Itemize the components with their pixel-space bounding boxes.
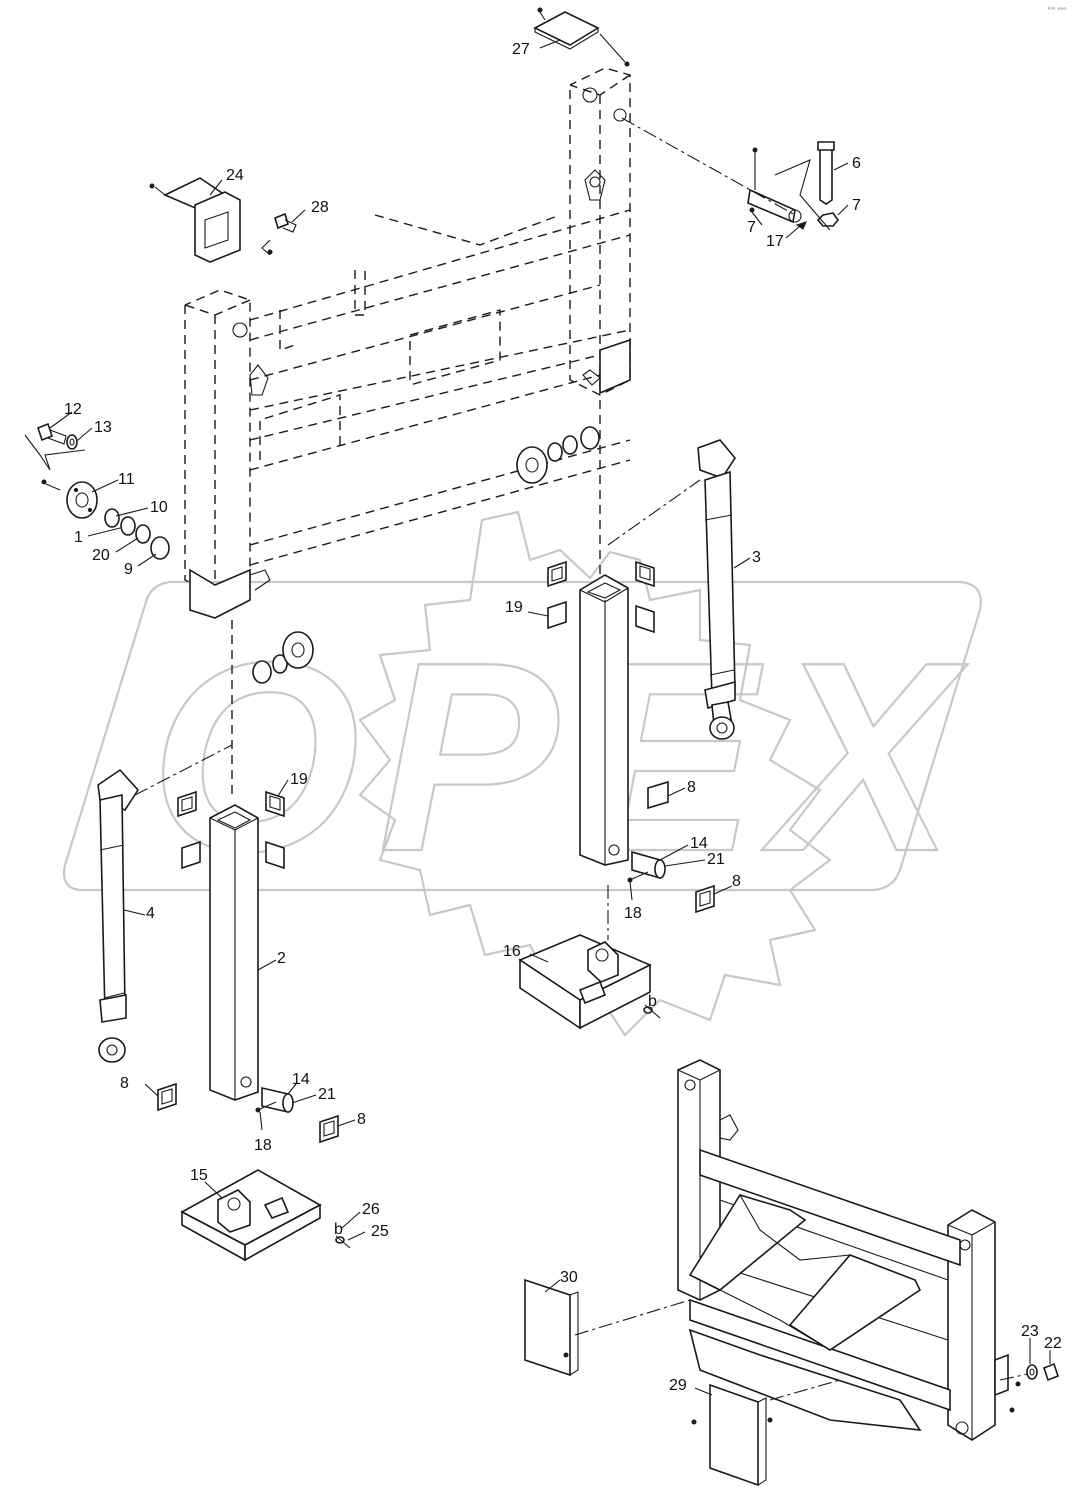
mast-column-right <box>547 560 669 866</box>
callout-8: 8 <box>687 779 696 796</box>
bolt-washer-12-13 <box>24 422 86 471</box>
callout-7: 7 <box>747 219 756 236</box>
cover-30 <box>524 1278 579 1377</box>
foot-plate-16 <box>518 885 661 1030</box>
pin-right <box>627 850 715 914</box>
callout-19: 19 <box>290 771 308 788</box>
callout-12: 12 <box>64 401 82 418</box>
callout-13: 13 <box>94 419 112 436</box>
watermark-gear <box>358 510 832 1037</box>
watermark-banner <box>62 580 982 892</box>
callout-14: 14 <box>690 835 708 852</box>
leader-lines <box>49 39 1051 1396</box>
callout-labels: 27 24 28 6 7 7 17 12 13 11 10 1 20 9 3 1… <box>64 41 1062 1394</box>
washer-bolt-22-23 <box>999 1362 1059 1413</box>
callout-8: 8 <box>357 1111 366 1128</box>
callout-9: 9 <box>124 561 133 578</box>
callout-17: 17 <box>766 233 784 250</box>
callout-18: 18 <box>624 905 642 922</box>
cover-plate-27 <box>533 7 630 67</box>
cover-29 <box>691 1383 773 1487</box>
callout-19: 19 <box>505 599 523 616</box>
centerline-pin <box>621 117 796 216</box>
callout-15: 15 <box>190 1167 208 1184</box>
callout-b: b <box>648 993 657 1010</box>
callout-14: 14 <box>292 1071 310 1088</box>
corner-mark: ᵏᵐ ᵒᵒᵒ <box>1048 6 1066 14</box>
pin-assembly-6-7-17 <box>747 141 840 231</box>
callout-22: 22 <box>1044 1335 1062 1352</box>
bearing-stack-lower <box>231 620 314 800</box>
hydraulic-cylinder-3 <box>607 439 736 740</box>
bolt-28 <box>261 212 297 256</box>
callout-2: 2 <box>277 950 286 967</box>
bearing-stack-left <box>41 479 170 560</box>
callout-28: 28 <box>311 199 329 216</box>
callout-10: 10 <box>150 499 168 516</box>
bearing-stack-right <box>516 400 601 580</box>
bracket-24 <box>149 177 241 263</box>
callout-21: 21 <box>318 1086 336 1103</box>
callout-8: 8 <box>732 873 741 890</box>
callout-26: 26 <box>362 1201 380 1218</box>
assembled-carriage <box>574 1059 1009 1441</box>
callout-1: 1 <box>74 529 83 546</box>
callout-27: 27 <box>512 41 530 58</box>
pin-left <box>255 1086 339 1144</box>
callout-20: 20 <box>92 547 110 564</box>
callout-18: 18 <box>254 1137 272 1154</box>
callout-8: 8 <box>120 1075 129 1092</box>
callout-25: 25 <box>371 1223 389 1240</box>
callout-16: 16 <box>503 943 521 960</box>
callout-23: 23 <box>1021 1323 1039 1340</box>
callout-3: 3 <box>752 549 761 566</box>
carriage-frame <box>184 67 631 619</box>
mast-column-left <box>157 790 285 1112</box>
callout-7: 7 <box>852 197 861 214</box>
callout-b: b <box>334 1221 343 1238</box>
callout-21: 21 <box>707 851 725 868</box>
callout-6: 6 <box>852 155 861 172</box>
hydraulic-cylinder-4 <box>97 744 233 1063</box>
callout-4: 4 <box>146 905 155 922</box>
callout-29: 29 <box>669 1377 687 1394</box>
foot-plate-15 <box>180 1169 351 1262</box>
callout-24: 24 <box>226 167 244 184</box>
callout-11: 11 <box>118 471 135 488</box>
callout-30: 30 <box>560 1269 578 1286</box>
